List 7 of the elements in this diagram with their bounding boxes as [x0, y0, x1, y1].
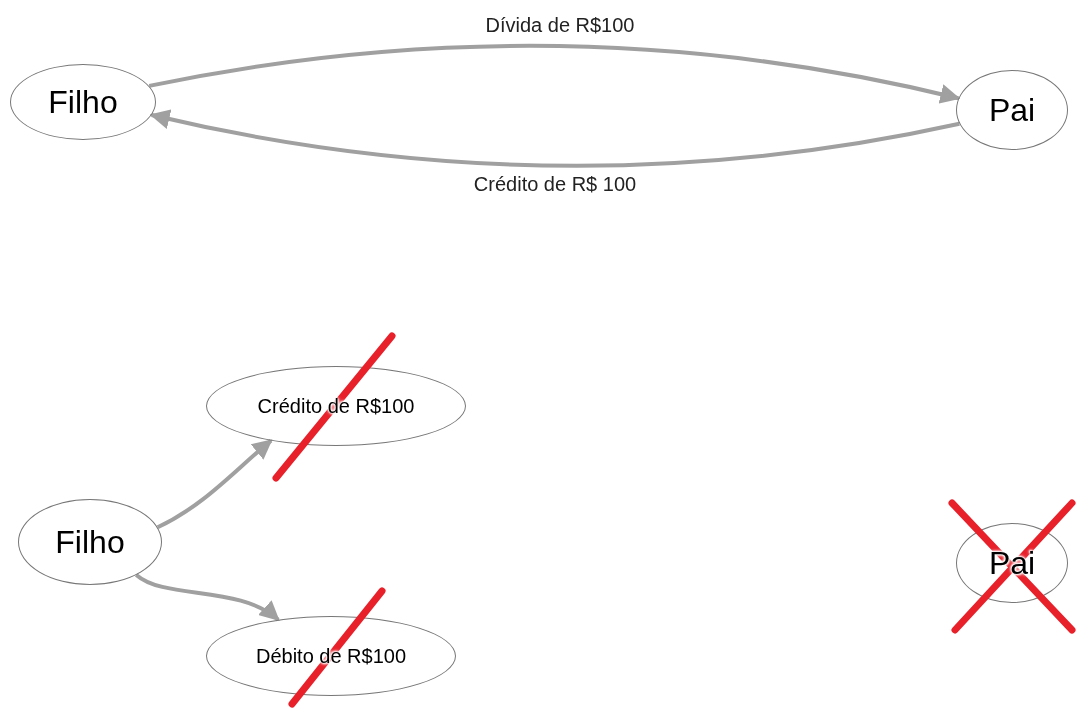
arrow [149, 109, 960, 168]
arrow [156, 439, 273, 530]
arrow [148, 44, 961, 105]
node-label: Filho [48, 83, 118, 121]
node-label: Pai [988, 91, 1036, 129]
arrow [135, 573, 280, 622]
node-label: Filho [55, 523, 125, 561]
